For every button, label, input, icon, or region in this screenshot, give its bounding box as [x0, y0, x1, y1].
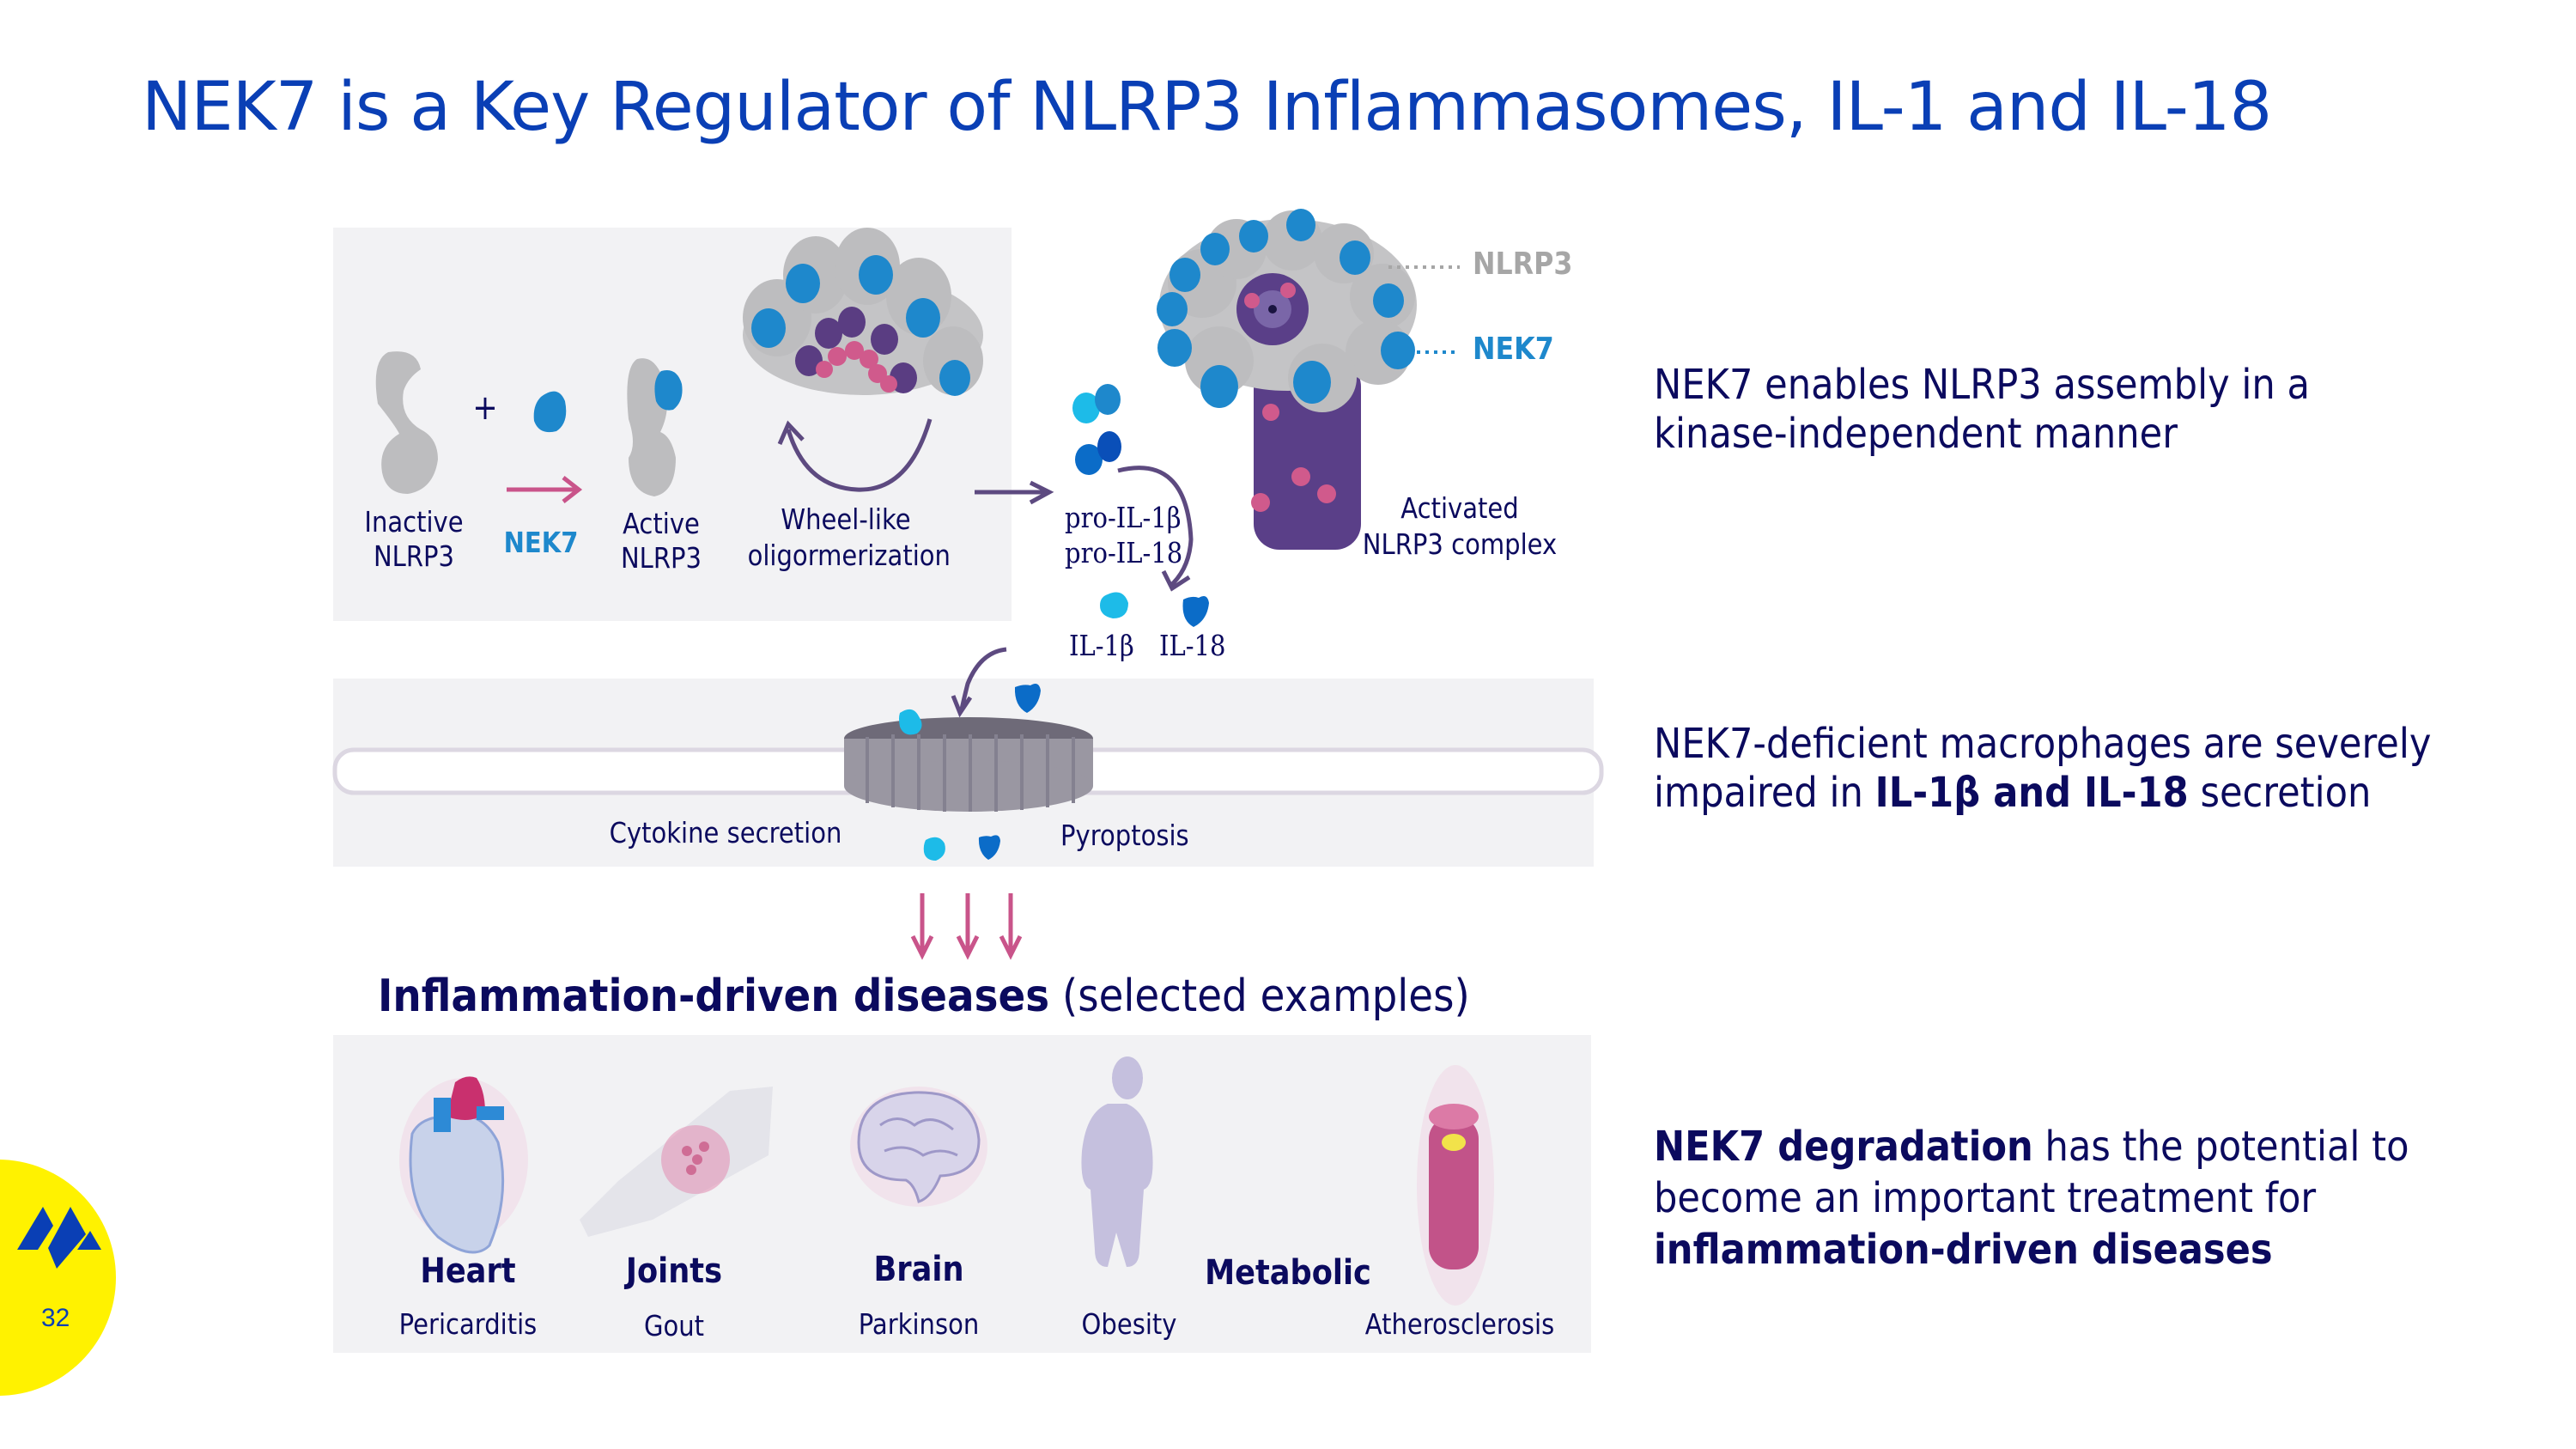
il1b-icon: [1100, 592, 1128, 618]
active-label-1: Active: [623, 507, 700, 540]
side-point-3-bold: NEK7 degradation: [1654, 1123, 2033, 1171]
disease-category-metabolic: Metabolic: [1205, 1253, 1371, 1293]
diseases-heading-bold: Inflammation-driven diseases: [378, 971, 1050, 1022]
side-point-1-line-1: NEK7 enables NLRP3 assembly in a: [1654, 361, 2310, 409]
side-point-1: NEK7 enables NLRP3 assembly in a kinase-…: [1654, 361, 2310, 459]
oligo-label-1: Wheel-like: [781, 502, 911, 536]
disease-example-brain: Parkinson: [858, 1307, 980, 1341]
side-point-3-post: has the potential to: [2032, 1123, 2409, 1171]
complex-label-2: NLRP3 complex: [1362, 527, 1558, 561]
complex-label-1: Activated: [1400, 491, 1519, 525]
foot-joint-icon: [580, 1087, 773, 1237]
il18-secreting-icon: [1014, 684, 1041, 713]
artery-icon: [1417, 1065, 1494, 1306]
body-silhouette-icon: [1081, 1056, 1153, 1267]
disease-example-joints: Gout: [643, 1309, 705, 1342]
nek7-arrow-label: NEK7: [503, 526, 579, 559]
cytokine-secretion-label: Cytokine secretion: [609, 816, 842, 849]
il1b-label: IL-1β: [1069, 629, 1134, 662]
plus-sign: +: [472, 388, 498, 428]
page-number: 32: [41, 1304, 70, 1332]
disease-example-atherosclerosis: Atherosclerosis: [1364, 1307, 1555, 1341]
disease-category-brain: Brain: [873, 1250, 964, 1289]
slide-title: NEK7 is a Key Regulator of NLRP3 Inflamm…: [142, 69, 2272, 146]
inactive-nlrp3-icon: [375, 351, 438, 494]
side-point-3-line-2: become an important treatment for: [1654, 1174, 2317, 1222]
heart-icon: [399, 1076, 528, 1254]
diseases-panel: [333, 1035, 1591, 1353]
il18-released-icon: [978, 835, 1000, 860]
side-point-2-line-1: NEK7-deficient macrophages are severely: [1654, 720, 2432, 768]
diseases-heading-normal: (selected examples): [1061, 971, 1470, 1022]
side-point-3-line-3: inflammation-driven diseases: [1654, 1224, 2409, 1275]
side-point-3-line-1: NEK7 degradation has the potential to: [1654, 1121, 2409, 1172]
inactive-label-2: NLRP3: [373, 539, 455, 573]
active-label-2: NLRP3: [620, 541, 702, 575]
wheel-oligomer-icon: [743, 228, 983, 396]
pro-il1b-label: pro-IL-1β: [1065, 501, 1182, 534]
disease-example-heart: Pericarditis: [398, 1307, 538, 1341]
side-point-2-post: secretion: [2188, 769, 2372, 817]
company-logo-icon: [17, 1207, 101, 1269]
to-cytokines-arrow-icon: [975, 480, 1054, 505]
nek7-arrow-icon: [507, 476, 583, 503]
active-nlrp3-icon: [627, 358, 683, 496]
il18-label: IL-18: [1159, 629, 1226, 662]
oligo-label-2: oligormerization: [747, 539, 951, 572]
side-point-2-line-2: impaired in IL-1β and IL-18 secretion: [1654, 769, 2431, 818]
side-point-1-line-2: kinase-independent manner: [1654, 410, 2178, 458]
side-point-3: NEK7 degradation has the potential to be…: [1654, 1121, 2409, 1275]
cleavage-arrow-icon: [1117, 466, 1194, 592]
diseases-heading: Inflammation-driven diseases (selected e…: [378, 971, 1470, 1022]
nek7-icon: [533, 391, 567, 433]
il1b-released-icon: [923, 837, 945, 861]
nlrp3-callout: NLRP3: [1473, 247, 1573, 282]
side-point-3-bold-2: inflammation-driven diseases: [1654, 1226, 2273, 1274]
inactive-label-1: Inactive: [364, 505, 464, 539]
pro-cytokine-icons: [1072, 384, 1121, 475]
nek7-callout: NEK7: [1473, 332, 1554, 367]
pro-il18-label: pro-IL-18: [1065, 536, 1183, 569]
activated-complex-icon: [1157, 209, 1417, 550]
brain-icon: [850, 1087, 987, 1207]
side-point-2-pre: impaired in: [1654, 769, 1875, 817]
disease-category-heart: Heart: [420, 1251, 516, 1291]
il18-icon: [1182, 596, 1209, 627]
side-point-2-bold: IL-1β and IL-18: [1874, 769, 2189, 817]
disease-example-obesity: Obesity: [1081, 1307, 1177, 1341]
disease-arrows-icon: [910, 893, 1023, 960]
to-pore-arrow-icon: [951, 647, 1007, 718]
pyroptosis-label: Pyroptosis: [1060, 819, 1189, 852]
oligomerization-arrow-icon: [777, 418, 933, 492]
disease-category-joints: Joints: [625, 1251, 723, 1291]
gasdermin-pore-icon: [844, 717, 1093, 812]
side-point-2: NEK7-deficient macrophages are severely …: [1654, 720, 2431, 818]
il1b-secreting-icon: [899, 709, 922, 735]
